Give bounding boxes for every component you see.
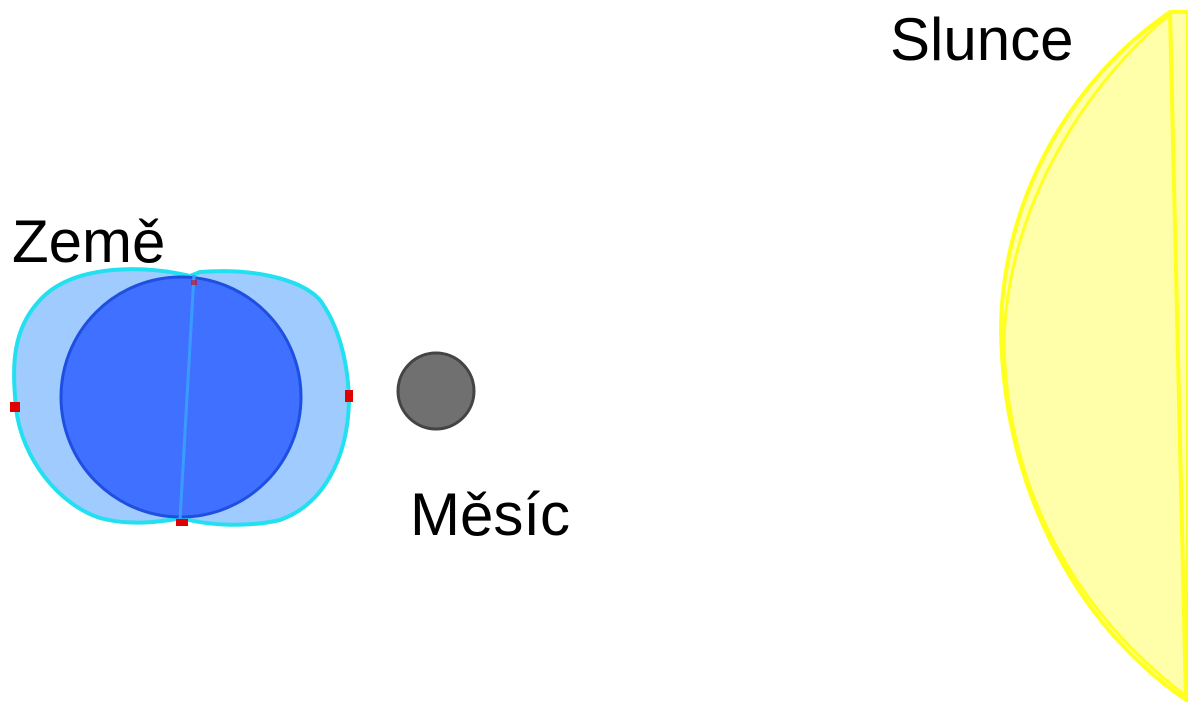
moon (398, 353, 474, 429)
moon-label: Měsíc (410, 481, 570, 548)
tick-mark-left (10, 402, 20, 412)
sun-label: Slunce (890, 6, 1073, 73)
tick-mark-top (191, 280, 197, 285)
tick-mark-bottom (176, 519, 188, 526)
tick-mark-right (345, 390, 353, 402)
sun-group (1001, 12, 1188, 700)
sun (1001, 12, 1188, 700)
earth-group (10, 269, 353, 526)
earth-label: Země (12, 208, 165, 275)
